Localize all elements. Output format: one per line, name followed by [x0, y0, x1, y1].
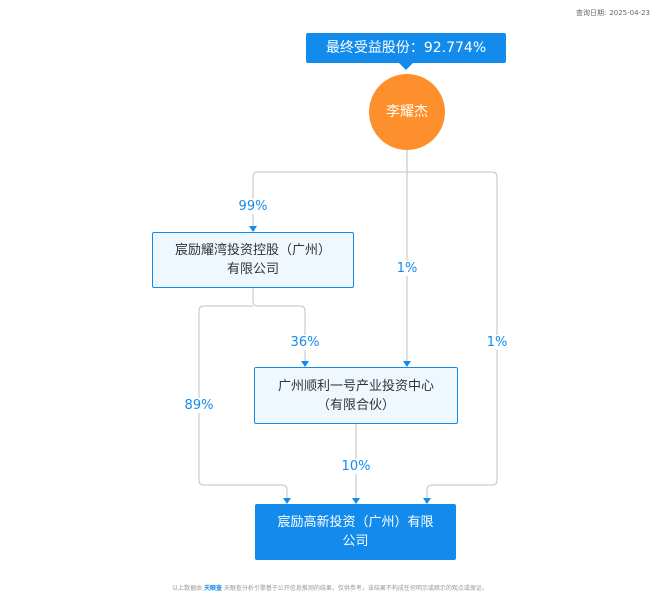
- arrowhead-a: [249, 226, 257, 232]
- beneficial-ownership-banner: 最终受益股份：92.774%: [306, 33, 506, 63]
- company-a-name-line2: 有限公司: [226, 262, 279, 277]
- edge-label-person-to-target: 1%: [483, 335, 511, 350]
- target-name-line2: 公司: [342, 534, 369, 549]
- edge-person-to-target: [407, 171, 498, 498]
- arrowhead-target-right: [423, 498, 431, 504]
- query-date: 查询日期:2025-04-23: [573, 8, 650, 18]
- arrowhead-b-left: [301, 361, 309, 367]
- edge-person-to-a: [252, 150, 408, 226]
- tianyancha-logo: 天眼查: [203, 585, 222, 592]
- query-date-value: 2025-04-23: [609, 9, 650, 17]
- edge-label-person-to-a: 99%: [235, 199, 271, 214]
- edge-label-a-to-b: 36%: [287, 335, 323, 350]
- edge-a-to-b: [252, 288, 306, 361]
- company-b-name-line2: （有限合伙）: [316, 397, 395, 413]
- footer-disclaimer: 天眼查分析引擎基于公开信息推测的结果，仅供参考，该结果不构成任何明示或暗示的观点…: [223, 585, 488, 592]
- company-b-name-line1: 广州顺利一号产业投资中心: [277, 378, 434, 394]
- arrowhead-target-left: [283, 498, 291, 504]
- arrowhead-target-mid: [352, 498, 360, 504]
- disclaimer-footer: 以上数据由 天眼查 天眼查分析引擎基于公开信息推测的结果，仅供参考，该结果不构成…: [0, 583, 660, 592]
- target-name-line1: 宸励高新投资（广州）有限: [277, 515, 434, 530]
- company-a-name-line1: 宸励耀湾投资控股（广州）: [174, 243, 331, 258]
- company-node-a[interactable]: 宸励耀湾投资控股（广州） 有限公司: [152, 232, 354, 288]
- edge-label-a-to-target: 89%: [181, 398, 217, 413]
- arrowhead-b-right: [403, 361, 411, 367]
- edge-label-b-to-target: 10%: [338, 459, 374, 474]
- banner-pointer: [399, 63, 413, 70]
- person-node[interactable]: 李耀杰: [369, 74, 445, 150]
- query-date-label: 查询日期:: [575, 9, 607, 17]
- footer-prefix: 以上数据由: [172, 585, 203, 592]
- edge-label-person-to-b: 1%: [393, 261, 421, 276]
- target-company-node[interactable]: 宸励高新投资（广州）有限 公司: [255, 504, 456, 560]
- edge-a-to-target: [198, 305, 288, 498]
- company-node-b[interactable]: 广州顺利一号产业投资中心 （有限合伙）: [254, 367, 458, 424]
